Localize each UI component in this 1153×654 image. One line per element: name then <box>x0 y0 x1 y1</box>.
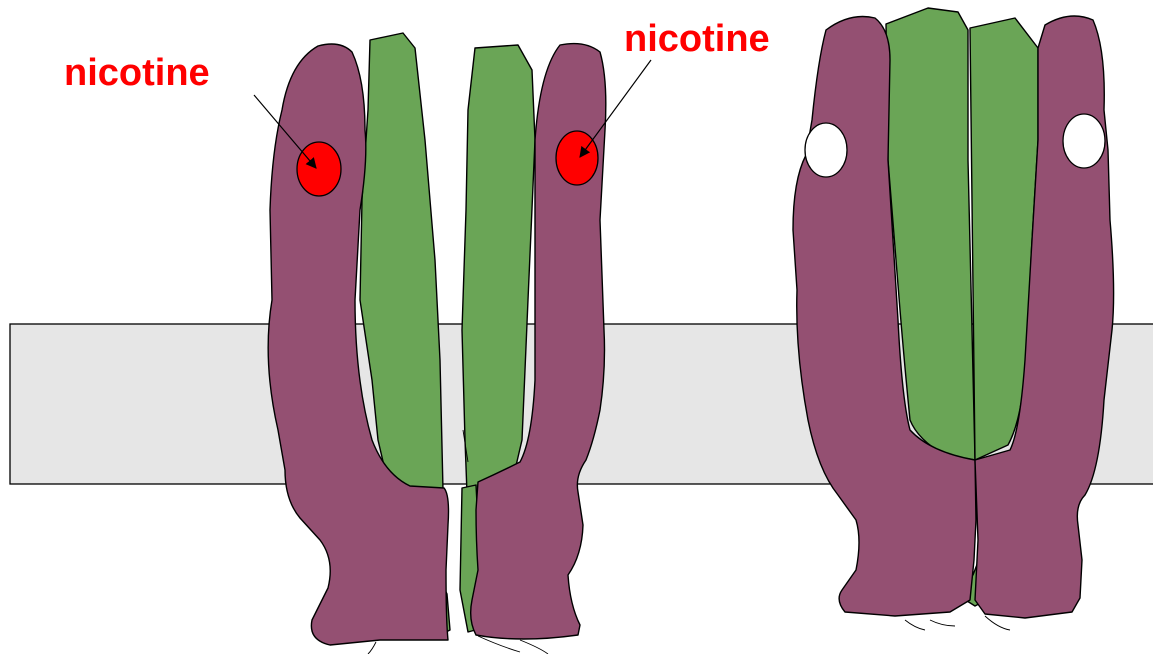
label-nicotine-right: nicotine <box>624 18 770 60</box>
nicotine-ligand-left <box>297 142 341 196</box>
receptor-left <box>268 33 606 654</box>
receptor-right <box>793 8 1114 630</box>
empty-binding-site-right <box>1063 114 1105 168</box>
receptor-right-strand-c <box>985 616 1010 630</box>
receptor-right-strand-b <box>930 620 955 626</box>
label-nicotine-left: nicotine <box>64 52 210 94</box>
receptor-right-strand-a <box>905 620 925 630</box>
receptor-left-strand-a <box>368 642 376 654</box>
empty-binding-site-left <box>805 123 847 177</box>
nicotine-ligand-right <box>556 131 598 185</box>
receptor-left-strand-c <box>520 640 548 654</box>
